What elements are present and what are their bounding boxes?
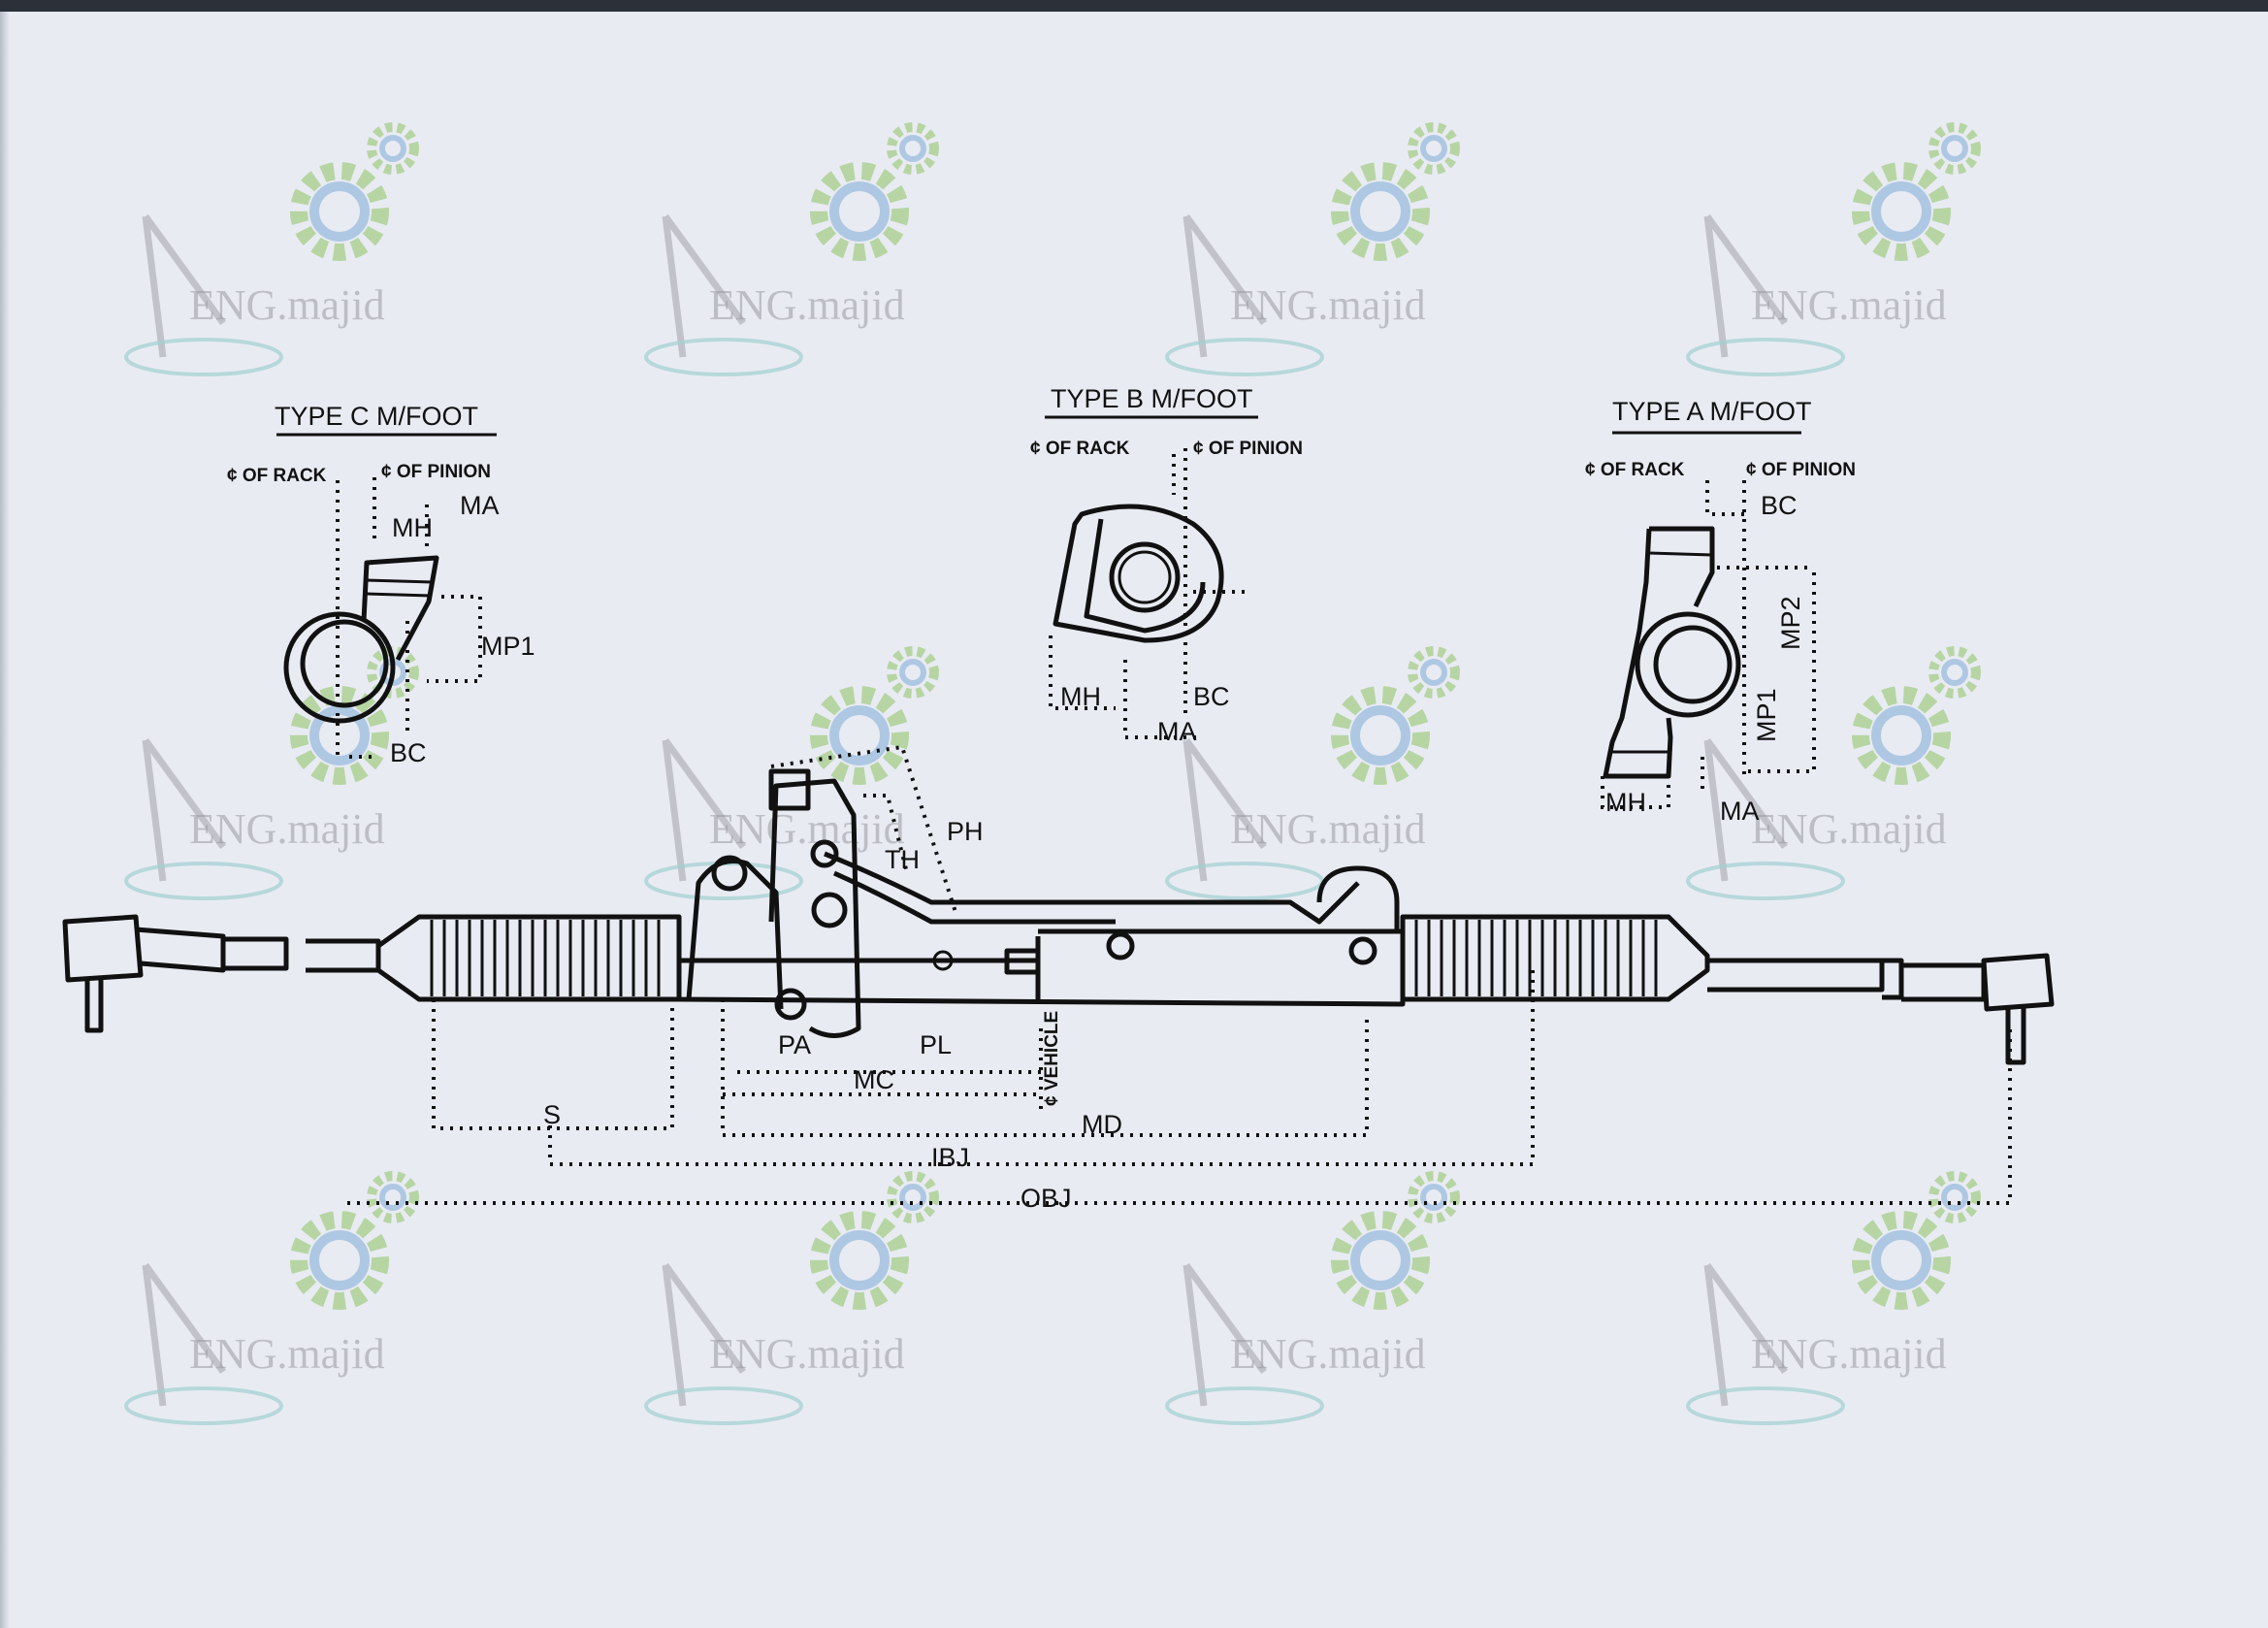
label-vehicle-centerline: ¢ VEHICLE: [1042, 1011, 1062, 1106]
watermark-text: ENG.majid: [709, 1330, 905, 1378]
type-a-label-ma: MA: [1720, 797, 1760, 826]
eng-majid-watermark: ENG.majid: [644, 1171, 939, 1425]
watermark-text: ENG.majid: [189, 805, 385, 853]
type-c-title: TYPE C M/FOOT: [275, 402, 478, 431]
type-c-rack-centerline: ¢ OF RACK: [227, 466, 327, 486]
type-b-label-ma: MA: [1157, 717, 1197, 746]
type-b-mounting-foot: TYPE B M/FOOT ¢ OF RACK ¢ OF PINION MH B…: [1030, 384, 1303, 746]
eng-majid-watermark: ENG.majid: [1686, 122, 1981, 376]
eng-majid-watermark: ENG.majid: [124, 646, 419, 900]
watermark-layer: ENG.majid ENG.majid ENG.majid ENG.majid …: [124, 122, 1981, 1425]
label-md: MD: [1082, 1110, 1122, 1139]
watermark-text: ENG.majid: [1230, 805, 1426, 853]
eng-majid-watermark: ENG.majid: [644, 122, 939, 376]
eng-majid-watermark: ENG.majid: [1686, 1171, 1981, 1425]
type-c-mounting-foot: TYPE C M/FOOT ¢ OF RACK ¢ OF PINION MA M…: [227, 402, 535, 767]
label-pa: PA: [778, 1030, 811, 1059]
type-b-title: TYPE B M/FOOT: [1051, 384, 1253, 413]
eng-majid-watermark: ENG.majid: [124, 122, 419, 376]
watermark-text: ENG.majid: [189, 1330, 385, 1378]
type-c-label-ma: MA: [460, 491, 500, 520]
eng-majid-watermark: ENG.majid: [124, 1171, 419, 1425]
label-pl: PL: [920, 1030, 952, 1059]
eng-majid-watermark: ENG.majid: [1165, 1171, 1460, 1425]
watermark-text: ENG.majid: [709, 805, 905, 853]
type-c-pinion-centerline: ¢ OF PINION: [381, 462, 491, 482]
label-s: S: [543, 1100, 561, 1129]
scan-left-edge: [0, 12, 10, 1628]
type-b-label-bc: BC: [1193, 682, 1230, 711]
watermark-text: ENG.majid: [1751, 281, 1947, 329]
watermark-text: ENG.majid: [709, 281, 905, 329]
watermark-text: ENG.majid: [1230, 1330, 1426, 1378]
label-mc: MC: [854, 1065, 894, 1094]
type-c-label-mp1: MP1: [481, 632, 535, 661]
type-c-label-bc: BC: [390, 738, 427, 767]
type-a-label-mp1: MP1: [1752, 688, 1781, 742]
watermark-text: ENG.majid: [1230, 281, 1426, 329]
steering-rack-assembly: PH TH PA PL MC ¢ VEHICLE MD S IBJ OBJ: [62, 744, 2055, 1213]
label-th: TH: [885, 845, 920, 874]
type-a-title: TYPE A M/FOOT: [1612, 397, 1812, 426]
type-c-label-mh: MH: [392, 513, 433, 542]
watermark-text: ENG.majid: [1751, 1330, 1947, 1378]
type-b-pinion-centerline: ¢ OF PINION: [1193, 439, 1303, 459]
label-ph: PH: [947, 817, 984, 846]
type-a-label-mp2: MP2: [1776, 596, 1805, 650]
watermark-text: ENG.majid: [189, 281, 385, 329]
type-a-pinion-centerline: ¢ OF PINION: [1746, 460, 1856, 480]
type-b-rack-centerline: ¢ OF RACK: [1030, 439, 1130, 459]
eng-majid-watermark: ENG.majid: [644, 646, 939, 900]
label-obj: OBJ: [1021, 1184, 1072, 1213]
type-a-label-mh: MH: [1605, 788, 1646, 817]
scan-top-border: [0, 0, 2268, 12]
eng-majid-watermark: ENG.majid: [1165, 122, 1460, 376]
type-a-label-bc: BC: [1761, 491, 1798, 520]
type-a-mounting-foot: TYPE A M/FOOT ¢ OF RACK ¢ OF PINION BC M…: [1585, 397, 1856, 826]
type-b-label-mh: MH: [1060, 682, 1101, 711]
label-ibj: IBJ: [931, 1143, 969, 1172]
eng-majid-watermark: ENG.majid: [1165, 646, 1460, 900]
type-a-rack-centerline: ¢ OF RACK: [1585, 460, 1685, 480]
watermark-text: ENG.majid: [1751, 805, 1947, 853]
eng-majid-watermark: ENG.majid: [1686, 646, 1981, 900]
